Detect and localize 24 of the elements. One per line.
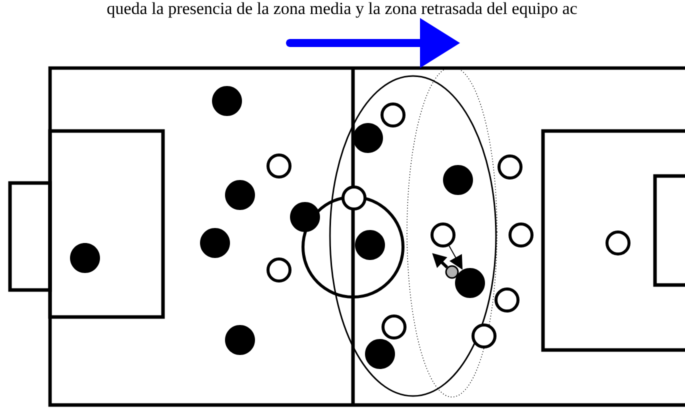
player-ring bbox=[498, 154, 522, 180]
player-dot bbox=[200, 228, 230, 258]
player-dot bbox=[365, 339, 395, 369]
player-dot bbox=[225, 180, 255, 210]
player-ring bbox=[266, 154, 292, 178]
player-dot bbox=[353, 123, 383, 153]
player-ring bbox=[494, 288, 520, 312]
player-ring bbox=[472, 324, 496, 348]
title: queda la presencia de la zona media y la zona retrasada del equipo ac bbox=[107, 2, 577, 18]
player-ring bbox=[430, 222, 456, 248]
player-ring bbox=[342, 186, 366, 210]
player-dot bbox=[225, 325, 255, 355]
player-dot bbox=[355, 230, 385, 260]
player-ring bbox=[266, 258, 292, 282]
player-dot bbox=[212, 86, 242, 116]
player-ring bbox=[380, 102, 406, 128]
player-ring bbox=[606, 230, 630, 256]
player-dot bbox=[455, 268, 485, 298]
player-dot bbox=[70, 243, 100, 273]
player-ring bbox=[382, 314, 406, 340]
player-dot bbox=[290, 202, 320, 232]
player-ring bbox=[508, 222, 534, 248]
ball bbox=[445, 265, 459, 279]
player-dot bbox=[443, 165, 473, 195]
